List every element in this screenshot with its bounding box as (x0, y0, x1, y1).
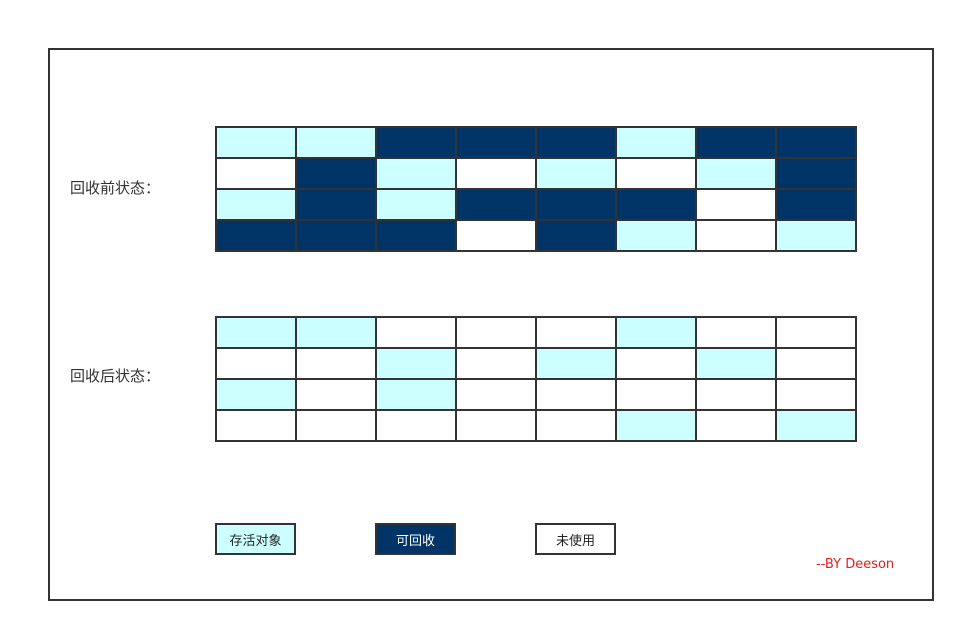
before-cell-alive (777, 221, 857, 252)
legend-recyclable: 可回收 (375, 523, 456, 555)
before-cell-unused (217, 159, 297, 190)
after-cell-unused (297, 349, 377, 380)
before-cell-recyclable (377, 221, 457, 252)
before-cell-alive (537, 159, 617, 190)
before-cell-recyclable (697, 128, 777, 159)
before-cell-alive (217, 190, 297, 221)
after-cell-alive (697, 349, 777, 380)
before-cell-alive (617, 221, 697, 252)
diagram-frame (48, 48, 934, 601)
after-cell-unused (457, 318, 537, 349)
after-cell-alive (617, 411, 697, 442)
before-cell-unused (617, 159, 697, 190)
after-cell-alive (377, 380, 457, 411)
signature: --BY Deeson (816, 557, 895, 572)
after-cell-unused (377, 411, 457, 442)
after-cell-unused (217, 349, 297, 380)
after-memory-grid (215, 316, 857, 442)
before-cell-recyclable (777, 159, 857, 190)
after-cell-unused (617, 349, 697, 380)
before-cell-alive (617, 128, 697, 159)
before-memory-grid (215, 126, 857, 252)
after-cell-unused (697, 411, 777, 442)
after-cell-unused (377, 318, 457, 349)
after-cell-unused (537, 411, 617, 442)
legend-unused: 未使用 (535, 523, 616, 555)
after-label: 回收后状态： (70, 367, 161, 385)
after-cell-alive (297, 318, 377, 349)
before-cell-recyclable (777, 190, 857, 221)
before-cell-unused (457, 159, 537, 190)
after-cell-alive (217, 380, 297, 411)
before-cell-recyclable (297, 190, 377, 221)
after-cell-unused (537, 380, 617, 411)
before-label: 回收前状态： (70, 179, 161, 197)
after-cell-unused (457, 380, 537, 411)
after-cell-unused (457, 349, 537, 380)
after-cell-alive (217, 318, 297, 349)
before-cell-recyclable (457, 128, 537, 159)
before-cell-alive (697, 159, 777, 190)
legend-alive: 存活对象 (215, 523, 296, 555)
after-cell-unused (217, 411, 297, 442)
after-cell-unused (537, 318, 617, 349)
before-cell-recyclable (377, 128, 457, 159)
before-cell-recyclable (297, 221, 377, 252)
before-cell-recyclable (537, 128, 617, 159)
after-cell-unused (297, 411, 377, 442)
after-cell-unused (777, 349, 857, 380)
before-cell-unused (697, 190, 777, 221)
before-cell-alive (377, 190, 457, 221)
before-cell-alive (377, 159, 457, 190)
after-cell-unused (697, 380, 777, 411)
before-cell-recyclable (537, 221, 617, 252)
before-cell-recyclable (537, 190, 617, 221)
before-cell-recyclable (777, 128, 857, 159)
before-cell-unused (457, 221, 537, 252)
after-cell-unused (777, 318, 857, 349)
after-cell-alive (777, 411, 857, 442)
before-cell-recyclable (217, 221, 297, 252)
before-cell-alive (297, 128, 377, 159)
after-cell-alive (377, 349, 457, 380)
before-cell-recyclable (297, 159, 377, 190)
after-cell-alive (617, 318, 697, 349)
before-cell-recyclable (457, 190, 537, 221)
after-cell-unused (457, 411, 537, 442)
after-cell-unused (777, 380, 857, 411)
after-cell-unused (617, 380, 697, 411)
before-cell-recyclable (617, 190, 697, 221)
after-cell-unused (697, 318, 777, 349)
after-cell-alive (537, 349, 617, 380)
before-cell-unused (697, 221, 777, 252)
after-cell-unused (297, 380, 377, 411)
before-cell-alive (217, 128, 297, 159)
